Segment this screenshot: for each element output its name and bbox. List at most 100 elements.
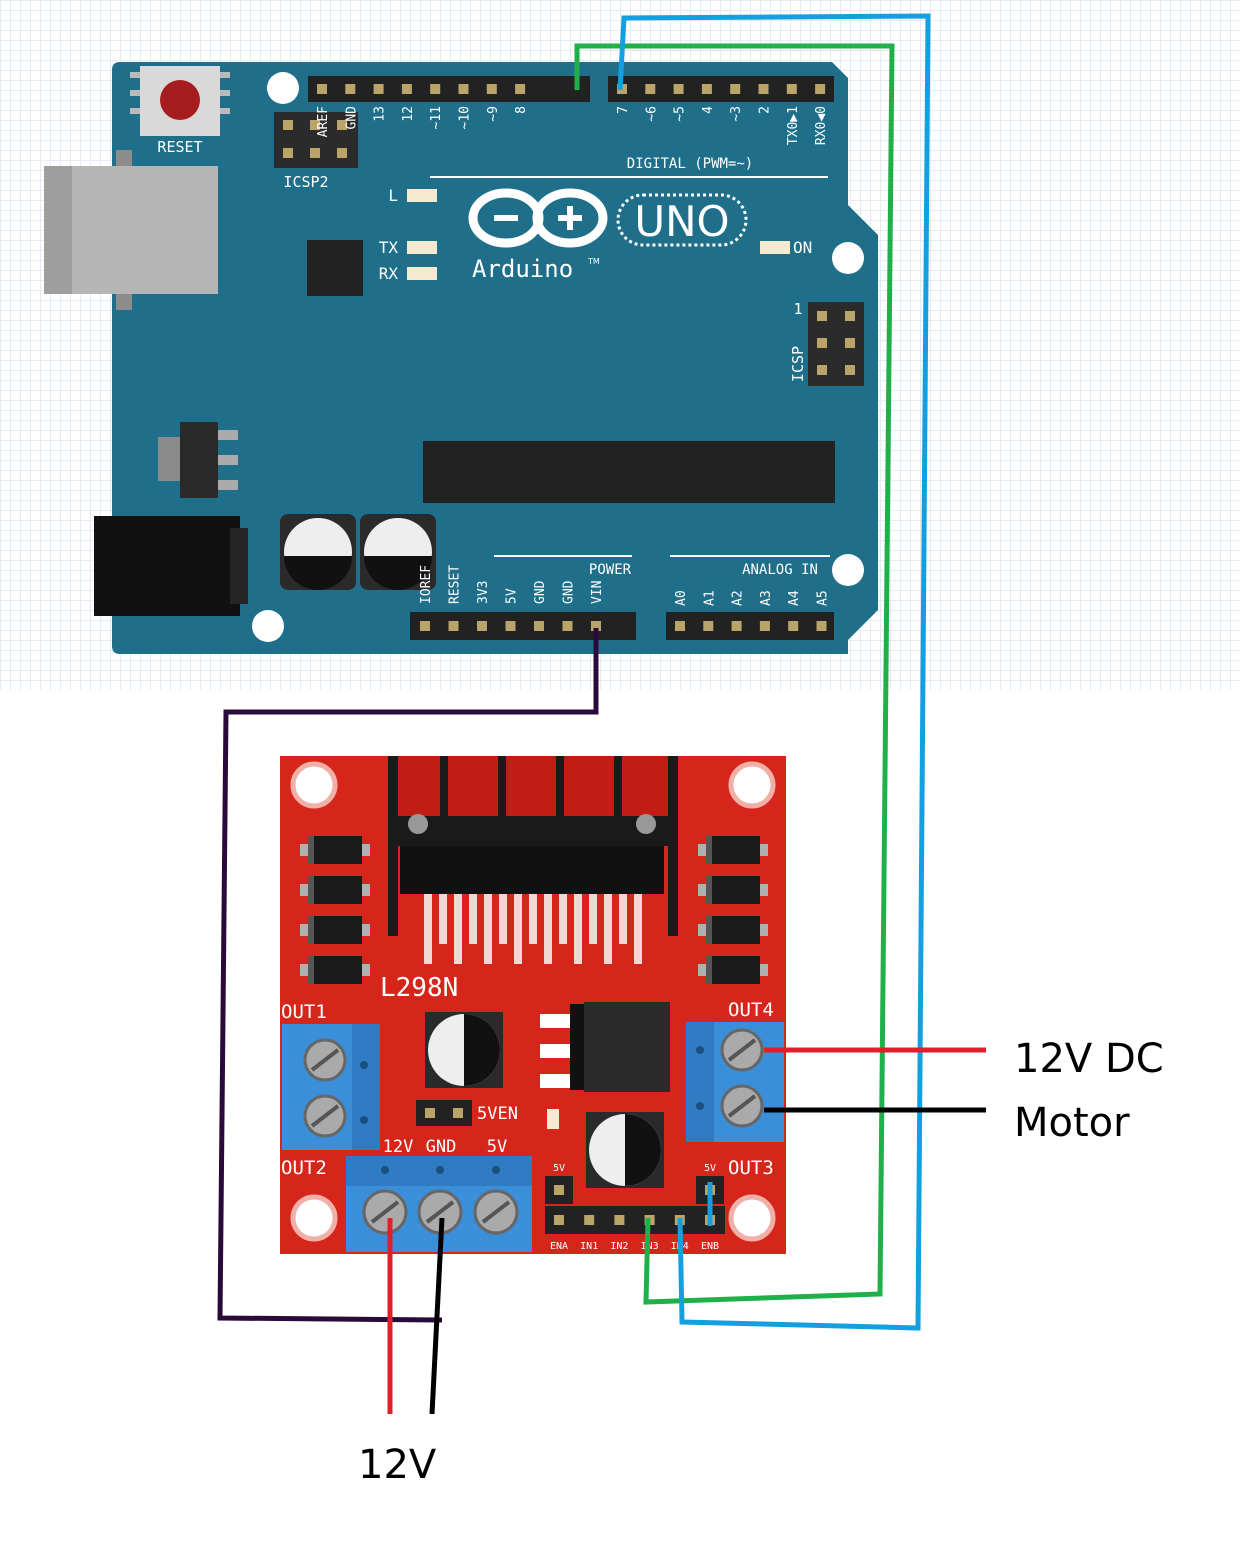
header-pin [730, 84, 741, 94]
chip-leg [454, 894, 462, 964]
digital-pin-label: ~9 [486, 106, 501, 122]
icsp2-header [274, 112, 358, 168]
mounting-hole [728, 761, 776, 809]
mounting-hole [290, 1194, 338, 1242]
icsp-header [808, 302, 864, 386]
header-pin [675, 621, 685, 631]
header-pin [759, 621, 770, 631]
power-terminal-label: 5V [487, 1137, 507, 1157]
capacitor [586, 1112, 664, 1188]
l298n-driver-board: L298N OUT1 OUT2 OUT4 OUT3 [280, 756, 786, 1254]
arduino-logo [468, 188, 748, 248]
chip-leg [529, 894, 537, 944]
header-pin [420, 621, 430, 631]
digital-pin-label: TX0▶1 [786, 106, 801, 145]
terminal-out1-out2 [282, 1024, 380, 1150]
analog-pin-label: A4 [787, 590, 802, 606]
digital-pin-label: ~3 [729, 106, 744, 122]
chip-leg [574, 894, 582, 964]
terminal-out3-out4 [686, 1022, 784, 1142]
motor-caption-line2: Motor [1014, 1100, 1130, 1146]
power-header [410, 612, 636, 640]
header-pin [758, 84, 769, 94]
chip-leg [619, 894, 627, 944]
mounting-hole [728, 1194, 776, 1242]
led-l [407, 189, 437, 202]
chip-label: L298N [380, 973, 458, 1003]
analog-pin-label: A2 [731, 590, 746, 606]
mounting-hole [290, 761, 338, 809]
header-pin [788, 621, 799, 631]
header-pin [614, 1215, 625, 1225]
chip-leg [484, 894, 492, 964]
chip-leg [559, 894, 567, 944]
header-pin [731, 621, 742, 631]
diode [308, 916, 362, 944]
wire-12v-black [429, 1217, 445, 1415]
diode [706, 836, 760, 864]
chip-leg [544, 894, 552, 964]
digital-label: DIGITAL (PWM=~) [627, 156, 753, 172]
digital-pin-label: 13 [373, 106, 388, 122]
diode [308, 956, 362, 984]
header-pin [554, 1185, 564, 1195]
header-pin [505, 621, 516, 631]
header-pin [703, 621, 714, 631]
analog-pin-label: A5 [816, 590, 831, 606]
led-tx-label: TX [379, 238, 399, 257]
digital-pin-label: 4 [701, 106, 716, 114]
control-pin-label: IN1 [580, 1241, 598, 1252]
capacitor [280, 514, 356, 590]
out1-label: OUT1 [281, 1001, 327, 1023]
header-pin [373, 84, 384, 94]
mounting-hole [832, 554, 864, 586]
led-rx-label: RX [379, 264, 399, 283]
header-pin [515, 84, 526, 94]
digital-pin-label: ~6 [644, 106, 659, 122]
digital-pin-label: 2 [758, 106, 773, 114]
digital-pin-label: RX0◀0 [814, 106, 829, 145]
diode [706, 956, 760, 984]
led-on [760, 241, 790, 254]
reset-button[interactable] [130, 66, 230, 136]
header-pin [591, 621, 601, 631]
diode [308, 876, 362, 904]
out3-label: OUT3 [728, 1157, 774, 1179]
out4-label: OUT4 [728, 999, 774, 1021]
mounting-hole [832, 242, 864, 274]
jumper-5ven[interactable] [416, 1100, 472, 1126]
diode [706, 876, 760, 904]
diode-band [706, 836, 712, 864]
dc-power-jack [94, 516, 248, 616]
heatsink [388, 756, 678, 936]
out2-label: OUT2 [281, 1157, 327, 1179]
header-5v-left-label: 5V [553, 1163, 565, 1174]
diode-band [706, 956, 712, 984]
digital-pin-label: GND [344, 106, 359, 130]
capacitor [425, 1012, 503, 1088]
power-terminal-label: GND [426, 1137, 457, 1157]
header-pin [816, 621, 827, 631]
header-pin [645, 84, 656, 94]
trademark-text: TM [587, 257, 600, 266]
diode-band [308, 876, 314, 904]
chip-leg [469, 894, 477, 944]
mounting-hole [252, 610, 284, 642]
l298n-chip [400, 846, 664, 894]
chip-leg [424, 894, 432, 964]
control-pin-label: ENB [701, 1241, 719, 1252]
power-terminal-label: 12V [383, 1137, 414, 1157]
uno-text: UNO [634, 197, 729, 246]
usb-connector [44, 150, 218, 310]
power-pin-label: RESET [448, 565, 463, 604]
analog-pin-label: A0 [674, 590, 689, 606]
header-pin [534, 621, 544, 631]
digital-pin-label: AREF [316, 106, 331, 137]
digital-header-right [608, 76, 834, 102]
diode [308, 836, 362, 864]
analog-pin-label: A3 [759, 590, 774, 606]
power-label: POWER [589, 562, 632, 578]
driver-power-led [547, 1109, 559, 1129]
